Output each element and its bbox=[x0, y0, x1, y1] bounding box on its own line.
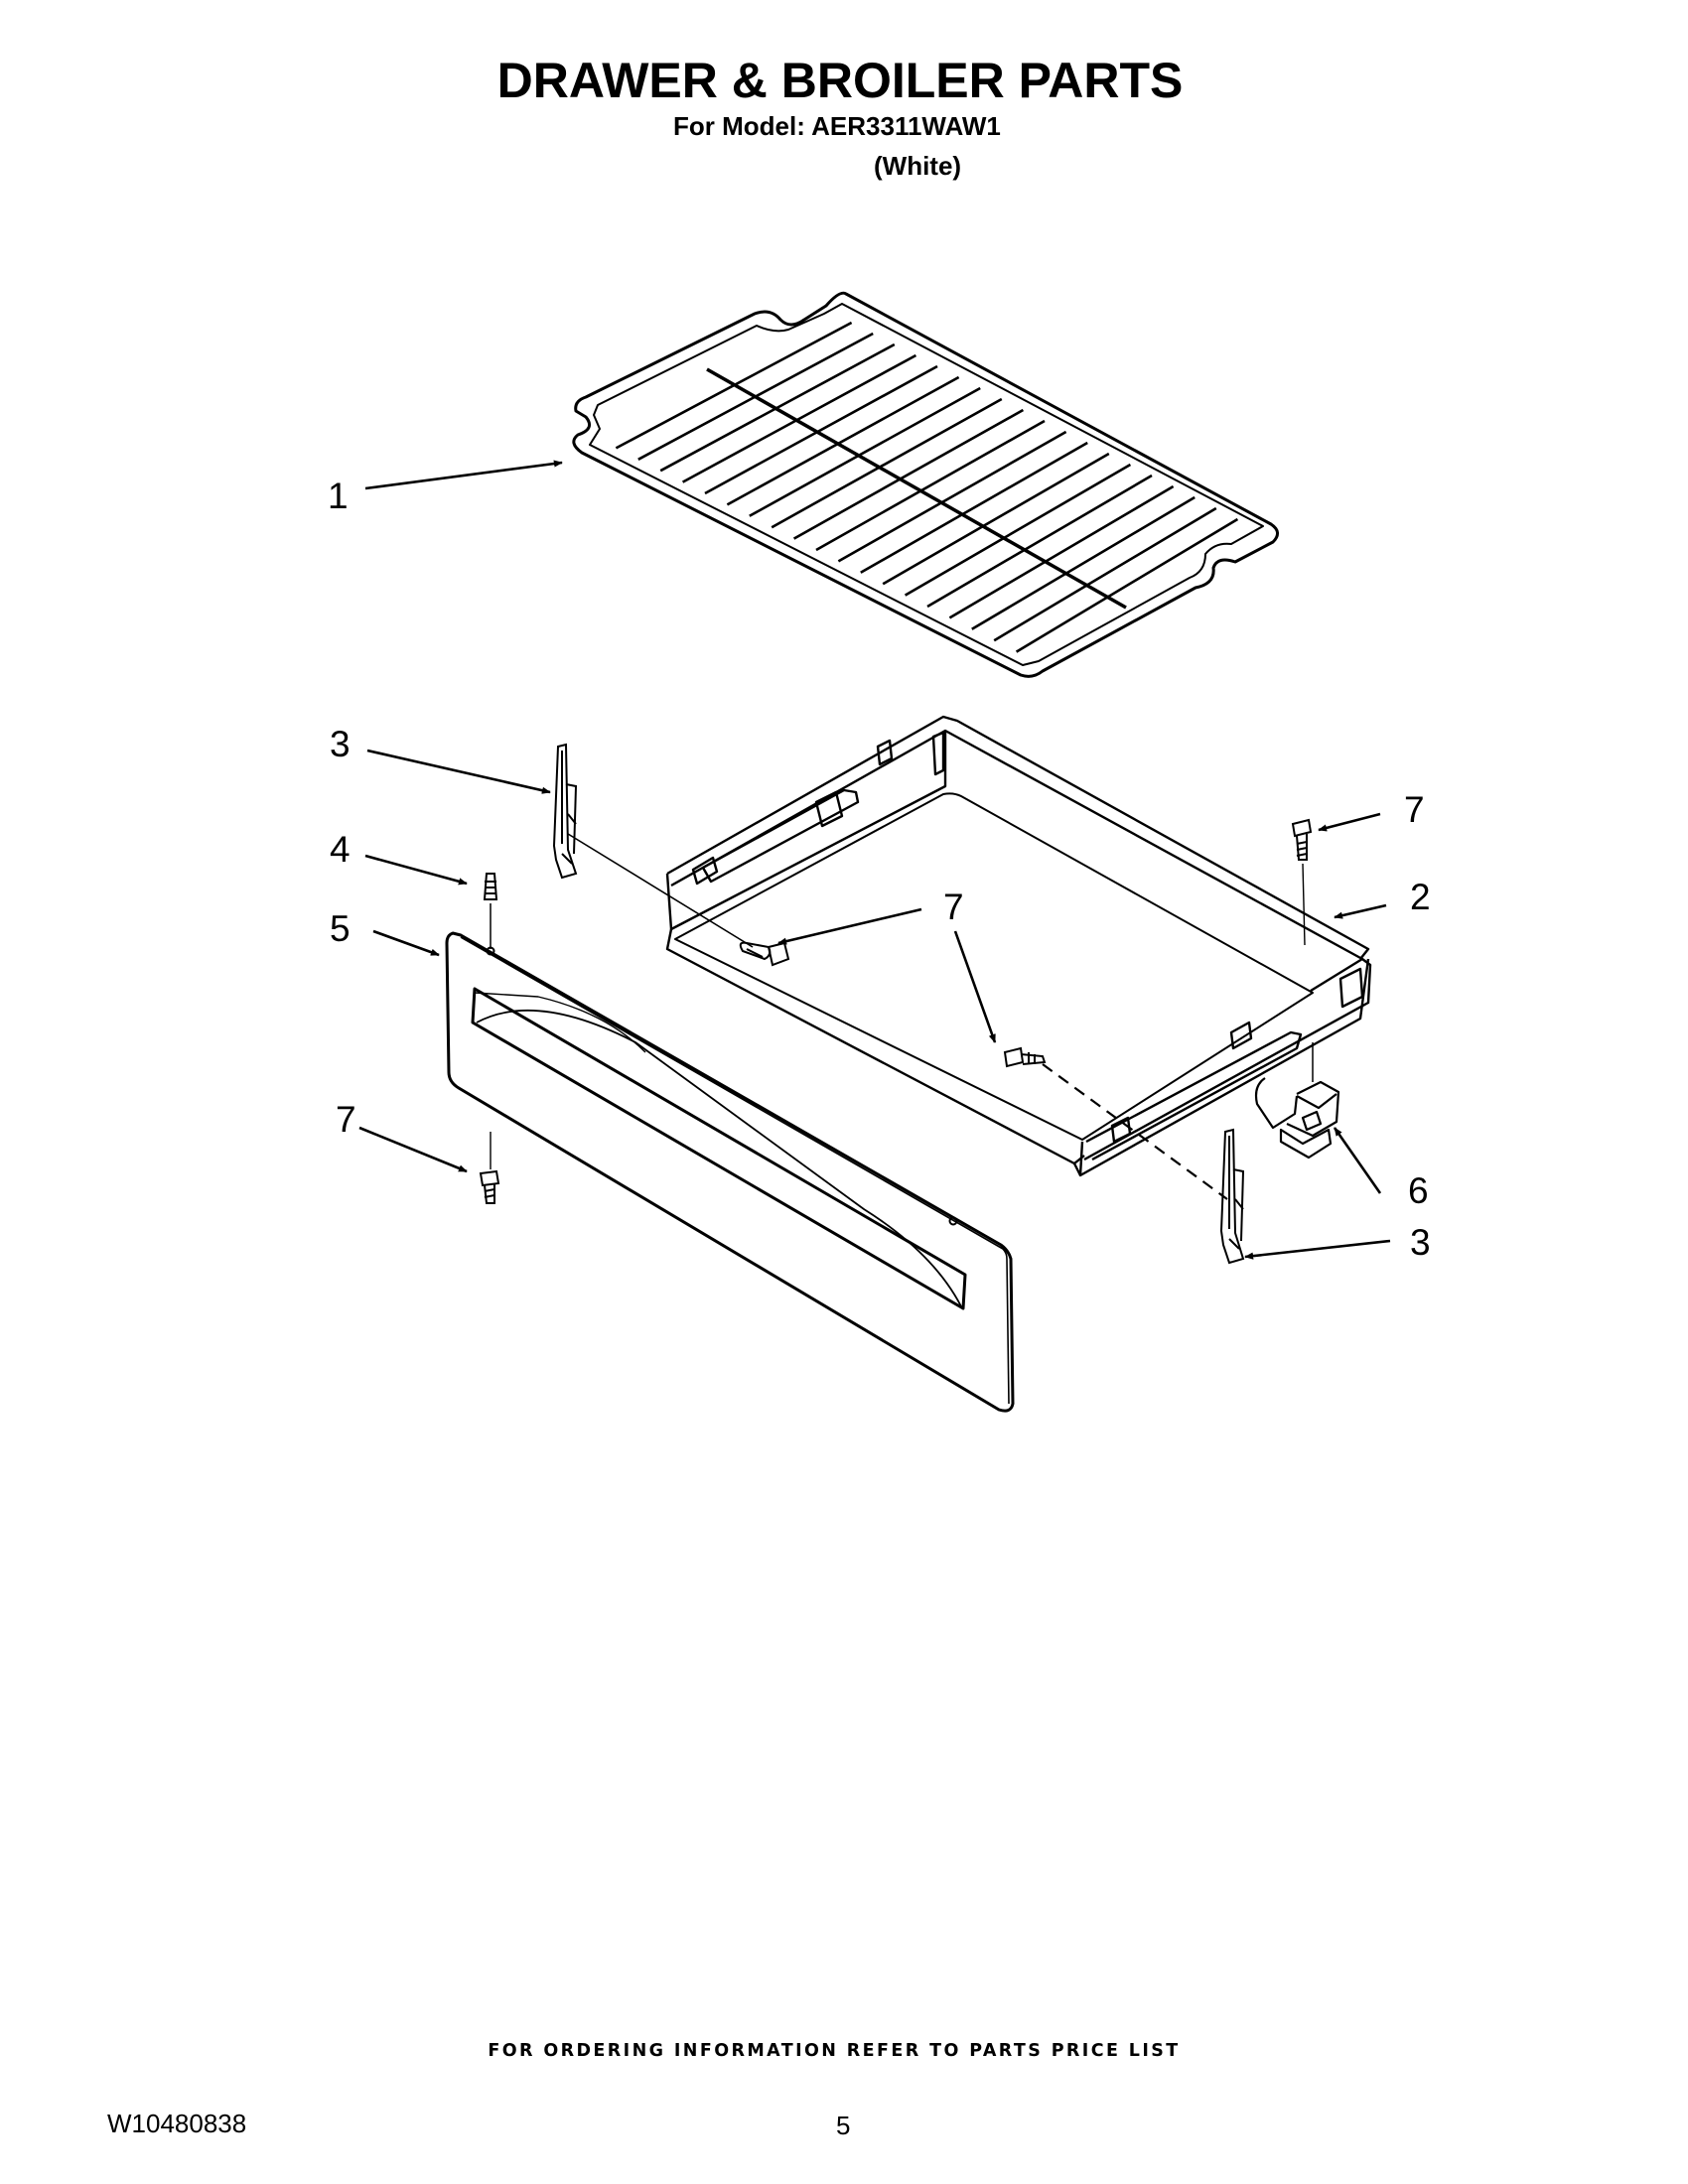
callout-1: 1 bbox=[328, 476, 349, 516]
ordering-note: FOR ORDERING INFORMATION REFER TO PARTS … bbox=[488, 2041, 1181, 2061]
page-title: DRAWER & BROILER PARTS bbox=[496, 53, 1184, 108]
callout-7-top-right: 7 bbox=[1404, 789, 1425, 830]
callout-7-inner-a: 7 bbox=[943, 887, 964, 927]
stud bbox=[483, 873, 498, 949]
slide-left bbox=[552, 743, 578, 880]
rack-center-rib bbox=[706, 367, 1127, 610]
callout-3-right: 3 bbox=[1410, 1222, 1431, 1263]
callout-3-left: 3 bbox=[330, 724, 351, 764]
callout-4: 4 bbox=[330, 829, 351, 870]
document-number: W10480838 bbox=[107, 2109, 247, 2138]
callout-6: 6 bbox=[1408, 1170, 1429, 1211]
screw-inner-a bbox=[739, 941, 790, 967]
model-line: For Model: AER3311WAW1 bbox=[673, 111, 1001, 141]
screw-top-right bbox=[1291, 818, 1313, 946]
callout-5: 5 bbox=[330, 908, 351, 949]
screw-bottom-left bbox=[479, 1132, 500, 1204]
drawer-front-panel bbox=[445, 931, 1015, 1413]
assembly-lines bbox=[567, 833, 1228, 1200]
bracket bbox=[1254, 1042, 1340, 1160]
model-variant: (White) bbox=[874, 151, 962, 181]
callout-7-bottom-left: 7 bbox=[336, 1099, 356, 1140]
oven-rack bbox=[572, 291, 1279, 678]
callout-2: 2 bbox=[1410, 877, 1431, 917]
leader-arrows bbox=[358, 460, 1391, 1260]
screw-inner-b bbox=[1003, 1046, 1047, 1068]
drawer-body bbox=[665, 715, 1372, 1177]
page-number: 5 bbox=[836, 2111, 851, 2140]
slide-right bbox=[1219, 1128, 1245, 1265]
